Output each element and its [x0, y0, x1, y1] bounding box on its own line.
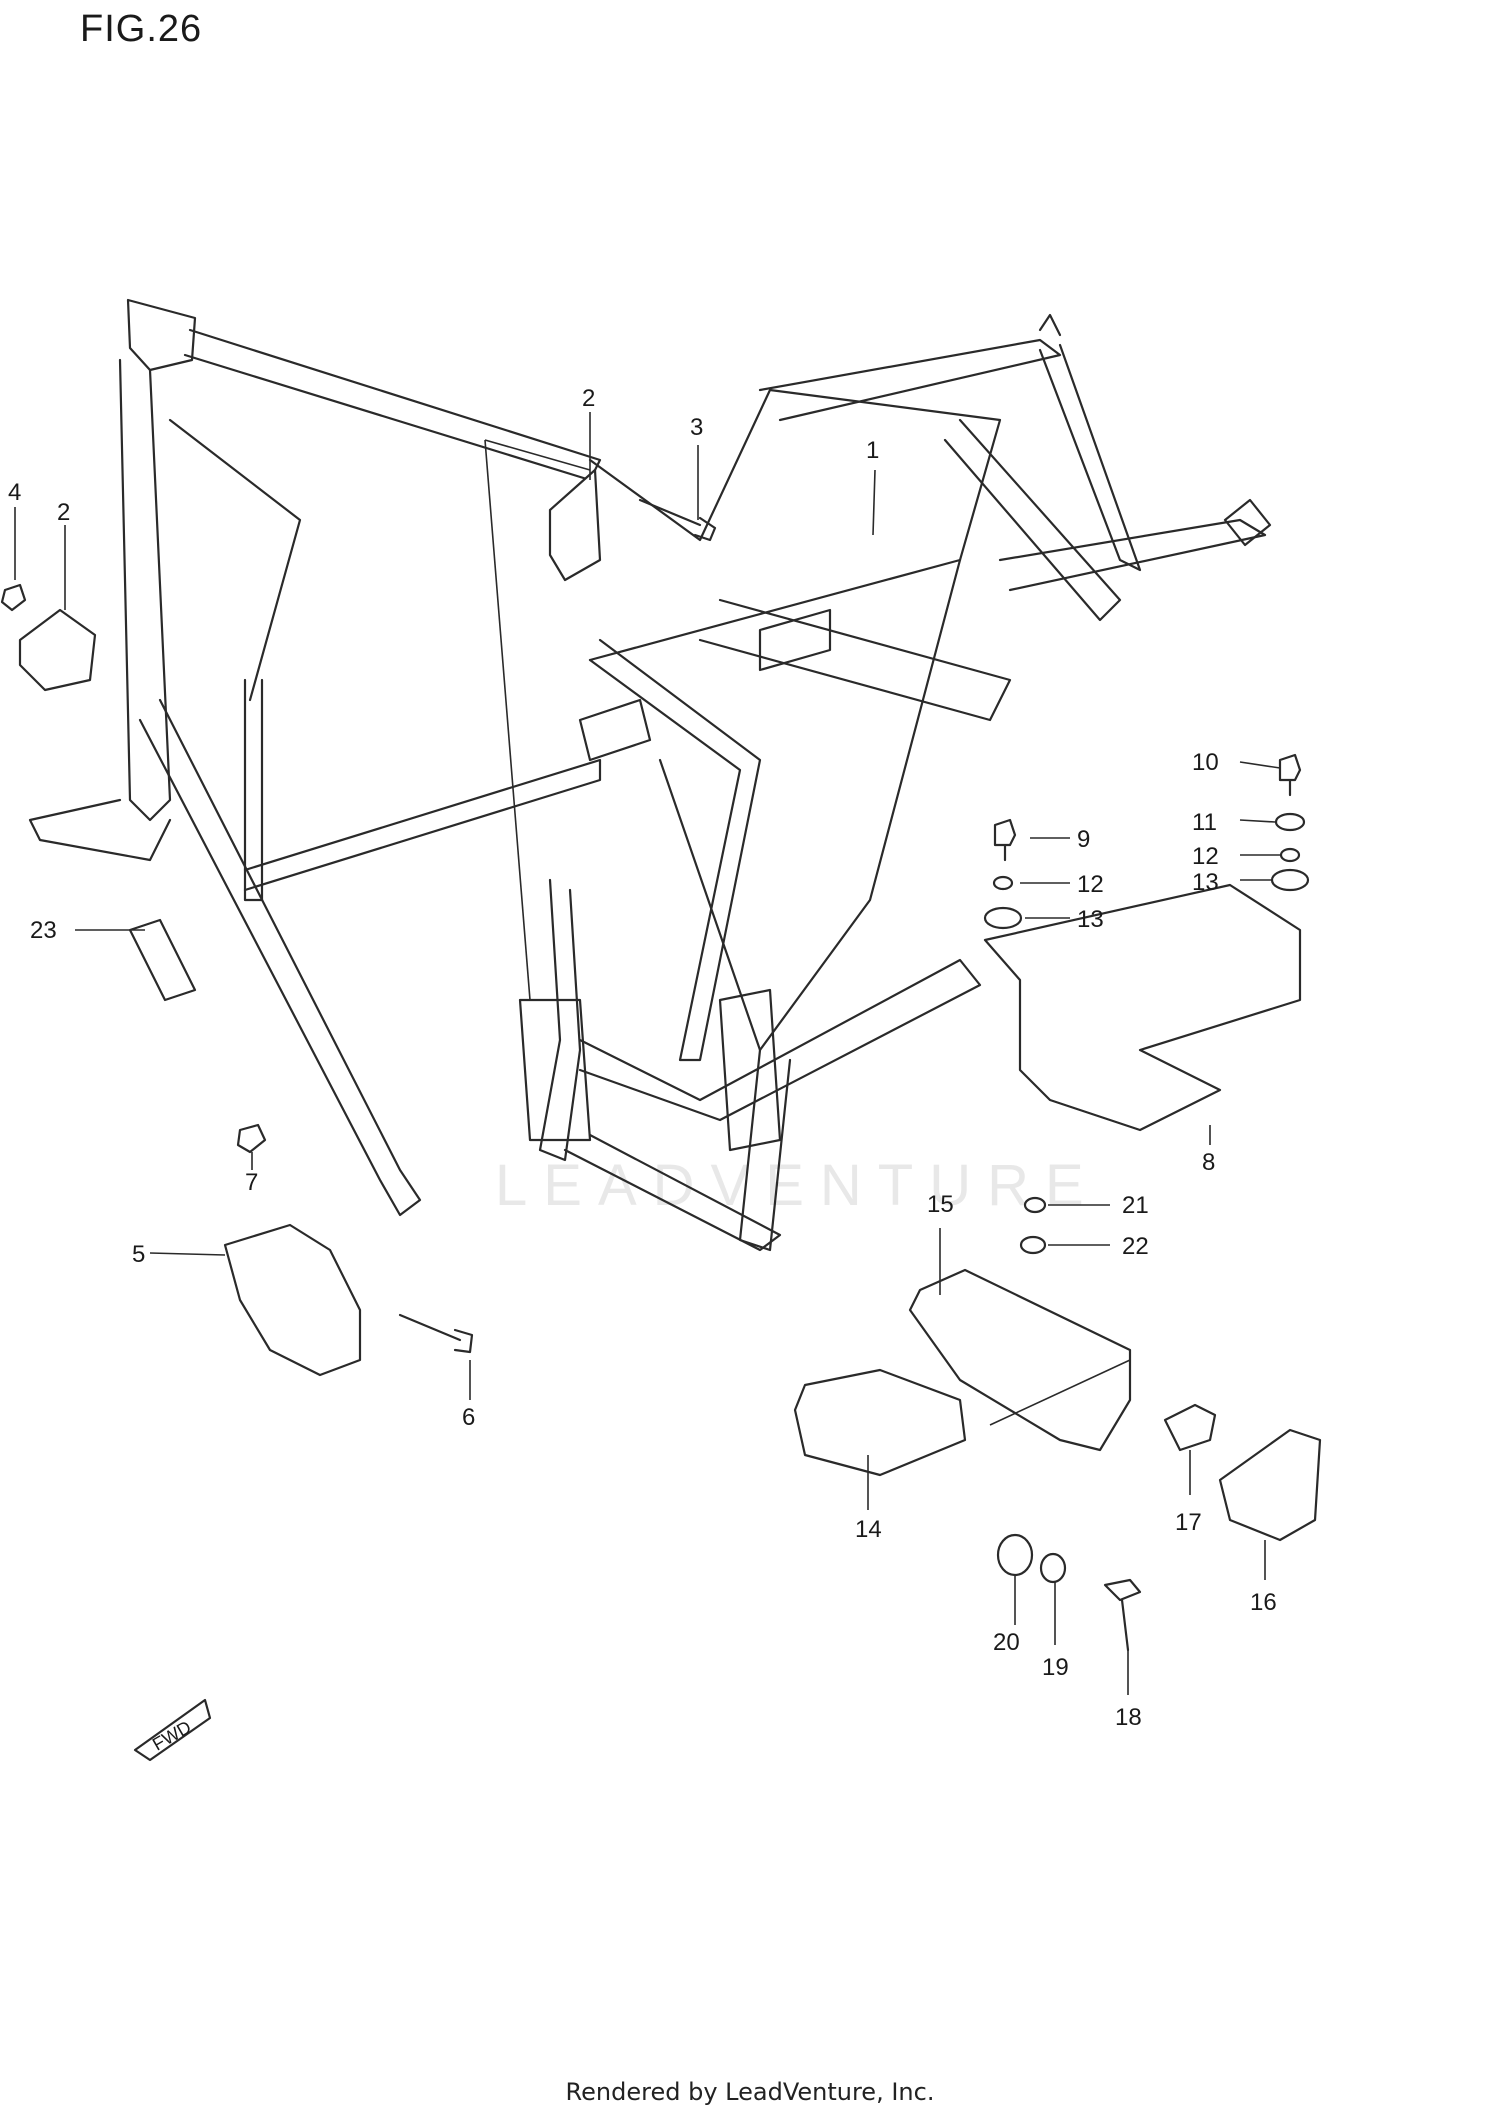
upper-bracket-part — [548, 468, 602, 582]
callout-19: 19 — [1042, 1654, 1069, 1681]
washer-part-12-left — [992, 875, 1014, 891]
callout-10: 10 — [1192, 749, 1219, 776]
leader-lines — [14, 412, 1281, 1695]
watermark-text: LEADVENTURE — [495, 1153, 1100, 1218]
washer-part-11 — [1274, 812, 1306, 832]
callout-7: 7 — [245, 1169, 258, 1196]
bolt-part-18 — [1103, 1578, 1142, 1652]
nut-part-7 — [236, 1123, 267, 1154]
washer-part-22 — [1019, 1235, 1047, 1255]
callout-18: 18 — [1115, 1704, 1142, 1731]
bolt-part-3 — [638, 498, 717, 542]
skid-plate-part-15 — [908, 1268, 1132, 1452]
clip-part-17 — [1163, 1403, 1217, 1452]
callout-2-top: 2 — [582, 385, 595, 412]
callout-16: 16 — [1250, 1589, 1277, 1616]
nut-part-4 — [0, 583, 27, 612]
callout-2-left: 2 — [57, 499, 70, 526]
callout-12-right: 12 — [1192, 843, 1219, 870]
callout-labels: 1 2 2 3 4 5 6 7 8 9 10 11 12 12 13 13 14… — [8, 385, 1277, 1731]
bolt-part-10 — [1278, 753, 1302, 797]
figure-title: FIG.26 — [80, 8, 203, 50]
plate-part-16 — [1218, 1428, 1322, 1542]
callout-23: 23 — [30, 917, 57, 944]
bolt-part-6 — [398, 1313, 474, 1354]
callout-17: 17 — [1175, 1509, 1202, 1536]
callout-9: 9 — [1077, 826, 1090, 853]
bracket-part-8 — [983, 883, 1302, 1132]
bushing-part-20 — [996, 1533, 1034, 1577]
callout-20: 20 — [993, 1629, 1020, 1656]
callout-1: 1 — [866, 437, 879, 464]
callout-8: 8 — [1202, 1149, 1215, 1176]
grommet-part-13-left — [983, 906, 1023, 930]
bolt-part-9 — [993, 818, 1017, 862]
callout-14: 14 — [855, 1516, 882, 1543]
callout-22: 22 — [1122, 1233, 1149, 1260]
forward-arrow-marker: FWD — [133, 1698, 212, 1762]
callout-13-right: 13 — [1192, 869, 1219, 896]
cover-part-14 — [793, 1368, 967, 1477]
grommet-part-13-right — [1270, 868, 1310, 892]
nut-part-21 — [1023, 1196, 1047, 1214]
decal-part-23 — [128, 918, 197, 1002]
washer-part-12-right — [1279, 847, 1301, 863]
left-bracket-part — [18, 608, 97, 692]
callout-15: 15 — [927, 1191, 954, 1218]
callout-6: 6 — [462, 1404, 475, 1431]
collar-part-19 — [1039, 1552, 1067, 1584]
callout-3: 3 — [690, 414, 703, 441]
callout-21: 21 — [1122, 1192, 1149, 1219]
callout-13-left: 13 — [1077, 906, 1104, 933]
callout-11: 11 — [1192, 809, 1217, 836]
callout-4: 4 — [8, 479, 21, 506]
callout-12-left: 12 — [1077, 871, 1104, 898]
footer-credit: Rendered by LeadVenture, Inc. — [565, 2078, 935, 2106]
main-frame — [28, 298, 1272, 1252]
callout-5: 5 — [132, 1241, 145, 1268]
engine-mount-plate-part — [223, 1223, 362, 1377]
